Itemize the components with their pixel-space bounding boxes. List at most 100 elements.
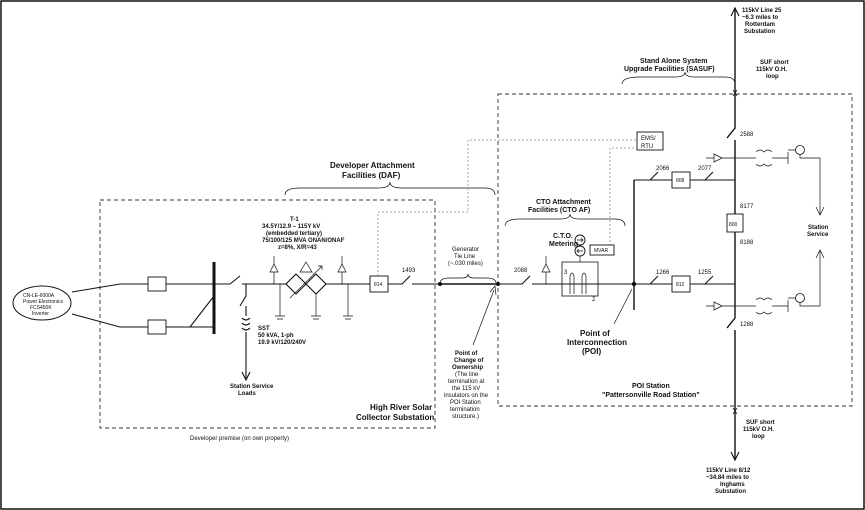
feeder-bottom <box>71 313 214 328</box>
arrester-upper <box>706 153 735 163</box>
suf-bottom-line-1: SUF short <box>746 420 775 426</box>
poi-line-1: Point of <box>580 329 610 338</box>
gen-tie-brace <box>439 273 497 284</box>
ss-meter-upper-link <box>788 149 821 215</box>
t1-line-5: z=8%, X/R=43 <box>278 245 317 251</box>
comm-line-daf <box>377 139 637 280</box>
t1-winding-secondary <box>305 273 327 295</box>
ct-num-2: 2 <box>592 297 596 303</box>
breaker-800-label: 800 <box>729 222 738 228</box>
suf-top-line-3: loop <box>766 74 779 80</box>
station-service-line-1: Station <box>808 225 829 231</box>
cto-metering-line-2: Metering <box>549 241 578 248</box>
ownership-line-9: termination <box>450 407 480 413</box>
breaker-814-label: 814 <box>374 282 383 288</box>
sst-line-3: 19.9 kV/120/240V <box>258 340 306 346</box>
ownership-line-6: the 115 kV <box>452 386 480 392</box>
poi-line-2: Interconnection <box>567 338 627 347</box>
ownership-line-4: (The line <box>455 372 479 378</box>
sw-2077-blade <box>704 171 714 181</box>
poi-line <box>498 275 634 285</box>
ground-high <box>343 284 353 320</box>
main-vertical-line <box>726 8 736 460</box>
inverter-line-1: CN-LE-6000A <box>23 293 55 299</box>
daf-line-1: Developer Attachment <box>330 161 415 170</box>
ownership-line-2: Change of <box>454 358 484 364</box>
poi-pointer <box>613 288 633 325</box>
ss-meter-lower <box>795 293 805 303</box>
breaker-808 <box>671 171 691 189</box>
suf-top-loop <box>732 89 738 97</box>
cto-metering-line-1: C.T.O. <box>553 233 573 240</box>
line-top-line-1: 115kV Line 25 <box>742 8 782 14</box>
sw-2066-blade <box>649 171 659 181</box>
ss-meter-upper <box>795 145 805 155</box>
gen-tie-line-2: Tie Line <box>454 254 476 260</box>
switch-1255-label: 1255 <box>698 270 712 276</box>
inverter-line-3: FCS450K <box>30 305 52 311</box>
ownership-line-7: insulators on the <box>444 393 489 399</box>
daf-line-2: Facilities (DAF) <box>342 171 401 180</box>
poi-line-3: (POI) <box>582 347 601 356</box>
t1-winding-primary <box>285 273 307 295</box>
breaker-812-label: 812 <box>676 282 685 288</box>
breaker-800 <box>726 213 744 233</box>
cto-af-line-2: Facilities (CTO AF) <box>528 207 590 214</box>
sw-1266-blade <box>649 275 659 285</box>
switch-8188-label: 8188 <box>740 240 754 246</box>
hv-line-a <box>388 275 440 285</box>
ss-coil-upper <box>755 149 773 167</box>
switch-2077-label: 2077 <box>698 166 712 172</box>
ground-low-1 <box>275 284 285 320</box>
ownership-line-5: termination at <box>448 379 485 385</box>
t1-tertiary <box>299 261 313 273</box>
line-bottom-line-4: Substation <box>715 489 746 495</box>
cto-af-line-1: CTO Attachment <box>536 199 592 206</box>
ss-arrow-upper <box>815 206 825 216</box>
ems-line-1: EMS/ <box>641 136 656 142</box>
line-bottom-line-3: Inghams <box>720 482 745 488</box>
sst-line-1: SST <box>258 326 270 332</box>
sst-branch <box>239 284 247 316</box>
ss-out-lower <box>772 300 789 312</box>
feeder-join <box>166 295 215 328</box>
ownership-pointer <box>472 289 495 346</box>
gen-tie-line-1: Generator <box>452 247 479 253</box>
mvar-label: MVAR <box>594 248 608 254</box>
ss-out-upper <box>772 152 789 164</box>
arrester-lower <box>706 301 735 311</box>
ss-arrow-lower <box>815 249 825 259</box>
high-river-line-1: High River Solar <box>370 403 432 412</box>
ss-coil-lower <box>755 297 773 315</box>
ct-coil-1 <box>569 272 575 294</box>
t1-tap <box>289 265 323 299</box>
feeder-breaker-top <box>147 276 167 292</box>
line-bottom-line-2: ~34.84 miles to <box>706 475 749 481</box>
ss-meter-lower-link <box>788 250 821 307</box>
feeder-top <box>71 283 214 293</box>
switch-8177-label: 8177 <box>740 204 754 210</box>
line-top-line-2: ~6.3 miles to <box>742 15 779 21</box>
collector-to-t1 <box>214 275 286 285</box>
sasuf-line-2: Upgrade Facilities (SASUF) <box>624 66 715 73</box>
sst-line-2: 50 kVA, 1-ph <box>258 333 294 339</box>
cto-meter-2-arrow <box>576 248 583 254</box>
ownership-text: Point of Change of Ownership (The line t… <box>444 351 489 420</box>
ems-rtu-box <box>636 131 664 151</box>
ownership-line-3: Ownership <box>452 365 483 371</box>
t1-line-3: (embedded tertiary) <box>266 231 322 237</box>
developer-premise-label: Developer premise (on own property) <box>190 436 289 442</box>
poi-station-boundary <box>497 93 853 407</box>
switch-2088-label: 2088 <box>514 268 528 274</box>
switch-2588-label: 2588 <box>740 132 754 138</box>
sst-coil <box>241 317 251 331</box>
sasuf-brace <box>621 71 736 85</box>
station-service-loads-line-2: Loads <box>238 391 256 397</box>
t1-line-2: 34.5Y/12.9 – 115Y kV <box>262 224 320 230</box>
mvar-box <box>589 244 615 256</box>
inverter-line-4: Inverter <box>32 311 49 317</box>
switch-1266-label: 1266 <box>656 270 670 276</box>
line-bottom-line-1: 115kV Line 8/12 <box>706 468 751 474</box>
